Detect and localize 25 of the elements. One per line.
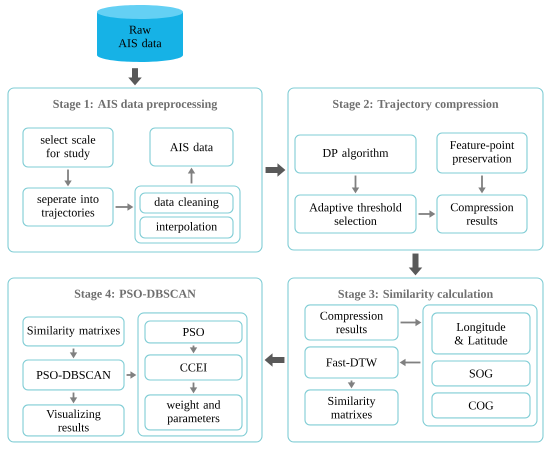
process-box: Adaptive threshold selection — [294, 194, 417, 234]
process-box: AIS data — [149, 127, 234, 167]
database-cylinder: Raw AIS data — [97, 5, 183, 62]
process-box: select scale for study — [22, 127, 114, 168]
process-box: seperate into trajectories — [22, 187, 114, 227]
process-box: data cleaning — [139, 192, 234, 214]
process-box: Compression results — [304, 304, 399, 341]
process-box: Visualizing results — [22, 404, 125, 437]
group-box — [137, 312, 248, 437]
process-box: Similarity matrixes — [22, 316, 125, 347]
process-box: SOG — [431, 360, 531, 387]
process-box: Longitude & Latitude — [431, 312, 531, 355]
process-box: PSO — [144, 320, 243, 344]
process-box: Feature-point preservation — [436, 132, 528, 174]
process-box: weight and parameters — [144, 394, 243, 431]
process-box: Compression results — [436, 194, 528, 234]
group-box — [134, 185, 241, 244]
process-box: interpolation — [139, 216, 234, 239]
process-box: DP algorithm — [294, 134, 417, 174]
group-box — [422, 304, 538, 427]
process-box: PSO-DBSCAN — [22, 359, 125, 391]
process-box: COG — [431, 392, 531, 419]
process-box: Similarity matrixes — [304, 389, 399, 426]
process-box: CCEI — [144, 354, 243, 381]
process-box: Fast-DTW — [304, 346, 399, 379]
